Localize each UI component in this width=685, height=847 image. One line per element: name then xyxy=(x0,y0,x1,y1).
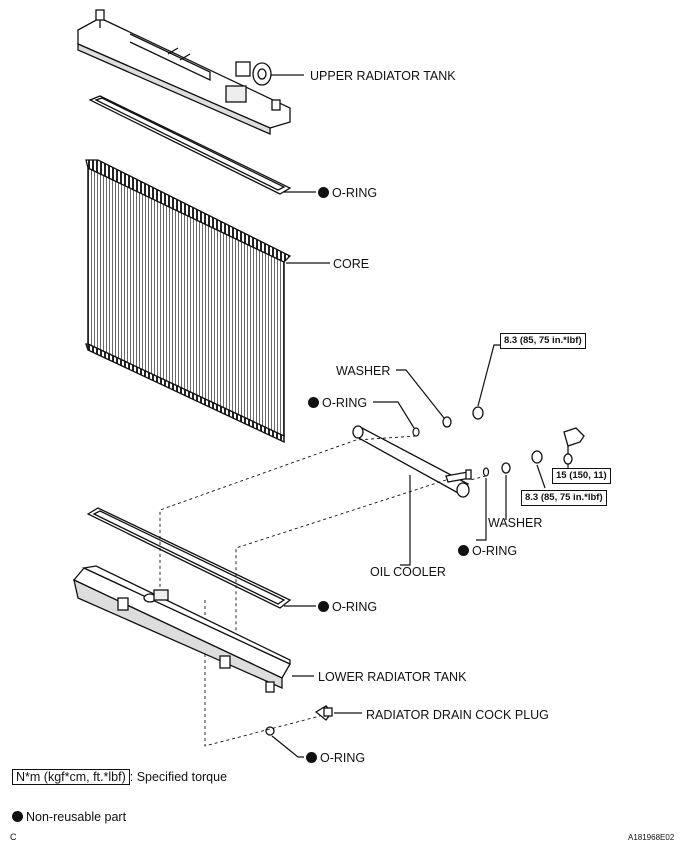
o-ring-small-left xyxy=(412,427,420,437)
oil-cooler xyxy=(352,425,472,498)
label-o-ring-lower: O-RING xyxy=(318,600,377,614)
nut-lower xyxy=(531,450,543,464)
drain-o-ring xyxy=(265,726,275,736)
torque-spec-2: 15 (150, 11) xyxy=(552,468,611,484)
label-lower-radiator-tank: LOWER RADIATOR TANK xyxy=(318,670,467,684)
non-reusable-dot-icon xyxy=(306,752,317,763)
label-o-ring-mid-right: O-RING xyxy=(458,544,517,558)
label-upper-radiator-tank: UPPER RADIATOR TANK xyxy=(310,69,456,83)
label-o-ring-bottom-text: O-RING xyxy=(320,751,366,765)
non-reusable-dot-icon xyxy=(458,545,469,556)
figure-id: A181968E02 xyxy=(628,833,675,842)
lower-o-ring-gasket xyxy=(86,507,292,609)
o-ring-small-right xyxy=(482,467,490,477)
label-o-ring-mid-right-text: O-RING xyxy=(472,544,518,558)
upper-o-ring-gasket xyxy=(88,95,292,195)
label-washer-bottom: WASHER xyxy=(488,516,543,530)
non-reusable-dot-icon xyxy=(318,601,329,612)
washer-lower xyxy=(501,462,511,474)
label-o-ring-top-text: O-RING xyxy=(332,186,378,200)
label-drain-cock-plug: RADIATOR DRAIN COCK PLUG xyxy=(366,708,549,722)
label-o-ring-lower-text: O-RING xyxy=(332,600,378,614)
torque-spec-3: 8.3 (85, 75 in.*lbf) xyxy=(521,490,607,506)
label-oil-cooler: OIL COOLER xyxy=(370,565,446,579)
legend-non-reusable: Non-reusable part xyxy=(12,810,126,824)
nut-upper xyxy=(472,406,484,420)
label-core: CORE xyxy=(333,257,370,271)
non-reusable-dot-icon xyxy=(12,811,23,822)
alignment-dashed-lines xyxy=(159,435,487,747)
legend-torque-unit: N*m (kgf*cm, ft.*lbf) xyxy=(12,769,130,785)
label-o-ring-bottom: O-RING xyxy=(306,751,365,765)
washer-upper xyxy=(442,416,452,428)
non-reusable-dot-icon xyxy=(308,397,319,408)
non-reusable-dot-icon xyxy=(318,187,329,198)
label-o-ring-top: O-RING xyxy=(318,186,377,200)
oil-cooler-fitting xyxy=(563,427,585,465)
label-o-ring-mid-left-text: O-RING xyxy=(322,396,368,410)
legend-torque: N*m (kgf*cm, ft.*lbf): Specified torque xyxy=(12,769,228,785)
legend-torque-desc: : Specified torque xyxy=(129,770,228,784)
legend-non-reusable-text: Non-reusable part xyxy=(26,810,127,824)
radiator-core xyxy=(85,159,292,444)
label-washer-top: WASHER xyxy=(336,364,391,378)
footer-code: C xyxy=(10,832,17,842)
drain-cock-plug xyxy=(314,705,333,721)
label-o-ring-mid-left: O-RING xyxy=(308,396,367,410)
upper-radiator-tank xyxy=(77,9,291,135)
lower-radiator-tank xyxy=(72,565,291,693)
torque-spec-1: 8.3 (85, 75 in.*lbf) xyxy=(500,333,586,349)
